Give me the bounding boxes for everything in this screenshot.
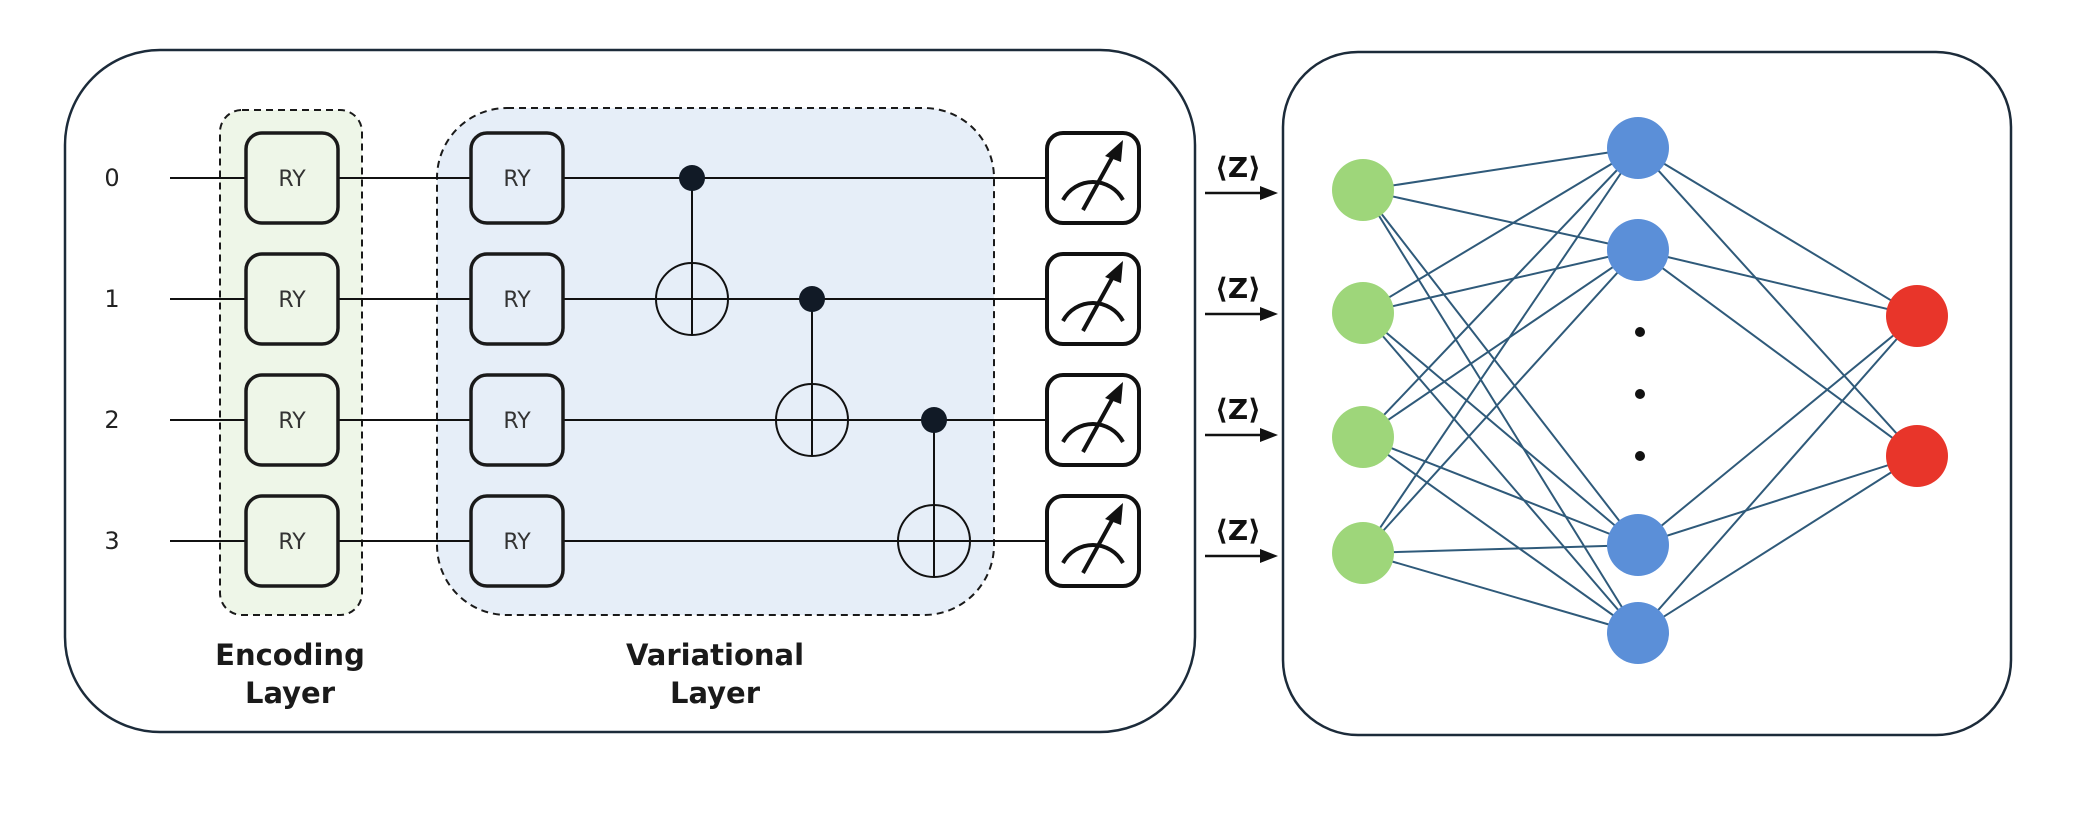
nn-edge	[1637, 249, 1918, 317]
ellipsis-dot	[1635, 327, 1645, 337]
expectation-arrow	[1205, 186, 1278, 200]
variational-ry-gate	[469, 494, 565, 588]
encoding-layer-label-line2: Layer	[245, 676, 336, 710]
nn-edge	[1362, 189, 1639, 634]
qubit-index-label: 2	[104, 406, 119, 434]
output-node	[1886, 425, 1948, 487]
hidden-node	[1607, 219, 1669, 281]
nn-edge	[1362, 436, 1639, 546]
variational-ry-gate	[469, 373, 565, 467]
nn-edge	[1637, 315, 1918, 634]
nn-edge	[1362, 147, 1639, 191]
nn-edge	[1362, 147, 1639, 438]
encoding-gate-label: RY	[278, 409, 306, 434]
nn-edge	[1362, 147, 1639, 314]
nn-edge	[1637, 455, 1918, 546]
qubit-index-label: 0	[104, 164, 119, 192]
expectation-arrow	[1205, 549, 1278, 563]
variational-gate-label: RY	[503, 530, 531, 555]
meter-icon	[1045, 494, 1141, 588]
meter-icon	[1045, 131, 1141, 225]
encoding-ry-gate	[244, 373, 340, 467]
encoding-gate-label: RY	[278, 167, 306, 192]
expectation-z-label: ⟨Z⟩	[1215, 514, 1261, 547]
nn-edge	[1637, 147, 1918, 457]
encoding-ry-gate	[244, 252, 340, 346]
nn-edge	[1637, 455, 1918, 634]
ellipsis-dot	[1635, 389, 1645, 399]
meter-icon	[1045, 252, 1141, 346]
encoding-layer-label-line1: Encoding	[215, 638, 365, 672]
nn-edge	[1362, 436, 1639, 634]
input-node	[1332, 522, 1394, 584]
input-node	[1332, 406, 1394, 468]
nn-edge	[1362, 147, 1639, 554]
cnot-gate	[775, 286, 849, 457]
variational-layer-label-line1: Variational	[626, 638, 804, 672]
nn-edge	[1362, 544, 1639, 554]
input-node	[1332, 159, 1394, 221]
nn-edge	[1362, 189, 1639, 251]
cnot-control-dot	[921, 407, 947, 433]
nn-edge	[1362, 312, 1639, 546]
variational-ry-gate	[469, 131, 565, 225]
expectation-arrow	[1205, 428, 1278, 442]
qubit-index-label: 1	[104, 285, 119, 313]
cnot-gate	[655, 165, 729, 336]
input-node	[1332, 282, 1394, 344]
encoding-gate-label: RY	[278, 530, 306, 555]
encoding-ry-gate	[244, 494, 340, 588]
nn-edge	[1362, 249, 1639, 438]
nn-edge	[1362, 312, 1639, 634]
nn-edge	[1362, 189, 1639, 546]
nn-edge	[1637, 315, 1918, 546]
neural-network-panel	[1281, 50, 2013, 737]
hidden-node	[1607, 514, 1669, 576]
qubit-index-label: 3	[104, 527, 119, 555]
nn-edge	[1362, 249, 1639, 314]
variational-layer-box	[436, 107, 995, 616]
cnot-control-dot	[679, 165, 705, 191]
encoding-ry-gate	[244, 131, 340, 225]
meter-icon	[1045, 373, 1141, 467]
hidden-node	[1607, 117, 1669, 179]
nn-edge	[1637, 147, 1918, 317]
nn-edge	[1362, 552, 1639, 634]
variational-ry-gate	[469, 252, 565, 346]
hidden-node	[1607, 602, 1669, 664]
expectation-arrow	[1205, 307, 1278, 321]
encoding-gate-label: RY	[278, 288, 306, 313]
cnot-gate	[897, 407, 971, 578]
variational-gate-label: RY	[503, 167, 531, 192]
expectation-z-label: ⟨Z⟩	[1215, 393, 1261, 426]
nn-edge	[1637, 249, 1918, 457]
expectation-z-label: ⟨Z⟩	[1215, 272, 1261, 305]
encoding-layer-box	[219, 109, 363, 616]
variational-gate-label: RY	[503, 288, 531, 313]
variational-layer-label-line2: Layer	[670, 676, 761, 710]
ellipsis-dot	[1635, 451, 1645, 461]
nn-edge	[1362, 249, 1639, 554]
output-node	[1886, 285, 1948, 347]
variational-gate-label: RY	[503, 409, 531, 434]
expectation-z-label: ⟨Z⟩	[1215, 151, 1261, 184]
cnot-control-dot	[799, 286, 825, 312]
